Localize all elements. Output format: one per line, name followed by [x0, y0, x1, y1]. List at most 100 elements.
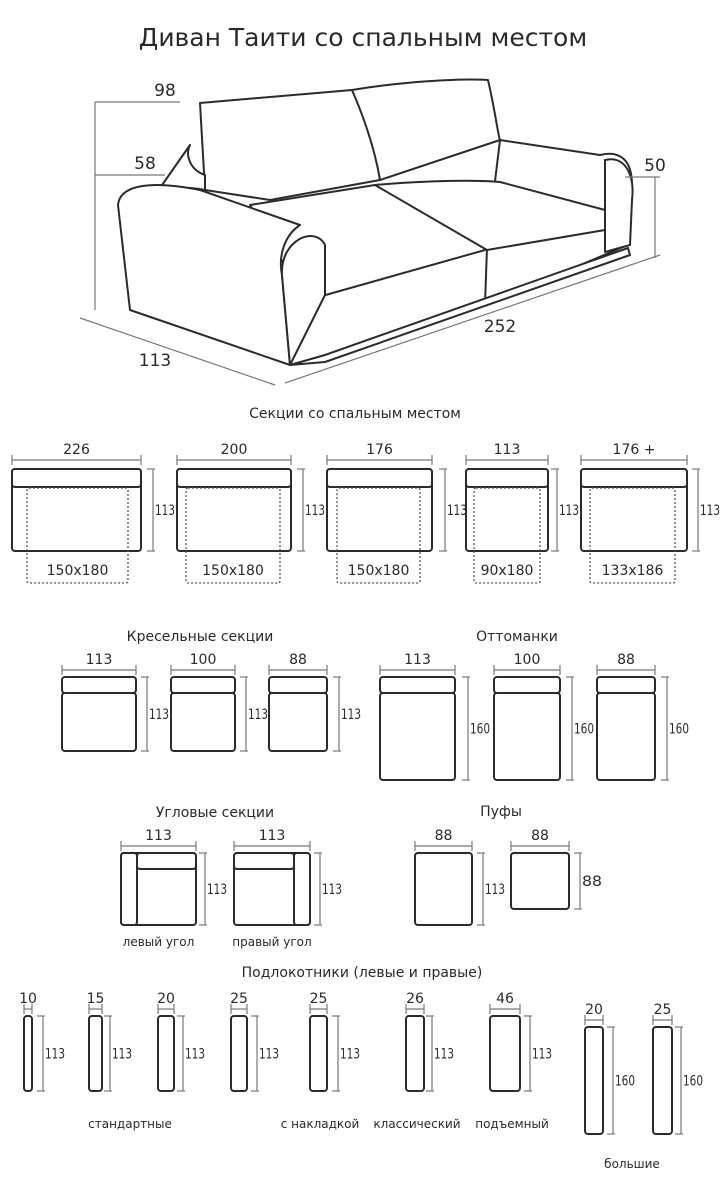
depth-label: 113 — [340, 1047, 360, 1063]
width-label: 100 — [190, 652, 217, 668]
depth-label: 160 — [683, 1074, 703, 1090]
width-label: 88 — [289, 652, 307, 668]
module-outline — [414, 852, 473, 926]
depth-label: 113 — [532, 1047, 552, 1063]
width-label: 176 + — [613, 442, 656, 458]
backrest-outline — [136, 852, 197, 870]
pouf-module — [510, 841, 582, 910]
bed-size-label: 90x180 — [481, 563, 534, 579]
backrest-outline — [11, 468, 142, 488]
width-label: 88 — [617, 652, 635, 668]
ottoman-module — [493, 665, 574, 781]
bed-size-label: 150x180 — [348, 563, 410, 579]
depth-label: 113 — [149, 707, 169, 723]
dim-width: 252 — [484, 317, 516, 337]
armrest-label-large: большие — [604, 1157, 660, 1171]
depth-label: 113 — [248, 707, 268, 723]
depth-label: 113 — [322, 882, 342, 898]
width-label: 46 — [496, 991, 514, 1007]
backrest-outline — [580, 468, 688, 488]
armrest-outline — [157, 1015, 175, 1092]
depth-label: 88 — [582, 874, 602, 890]
armrest-module — [88, 1004, 112, 1092]
width-label: 176 — [366, 442, 393, 458]
backrest-outline — [379, 676, 456, 694]
width-label: 200 — [221, 442, 248, 458]
sleeping-area-outline — [26, 487, 129, 584]
depth-label: 113 — [700, 503, 720, 519]
depth-label: 113 — [155, 503, 175, 519]
module-outline — [596, 692, 656, 781]
section-title-sleeping: Секции со спальным местом — [249, 406, 461, 422]
backrest-outline — [465, 468, 549, 488]
dimension-labels-layer: Секции со спальным местом 226 113 150x180 20… — [19, 406, 720, 1171]
ottoman-module — [596, 665, 669, 781]
pouf-module — [414, 841, 485, 926]
width-label: 15 — [87, 991, 105, 1007]
armrest-module — [230, 1004, 259, 1092]
width-label: 113 — [145, 828, 172, 844]
depth-label: 160 — [615, 1074, 635, 1090]
armrest-outline — [405, 1015, 425, 1092]
armrest-outline — [23, 1015, 33, 1092]
armrest-outline — [584, 1026, 604, 1135]
depth-label: 113 — [185, 1047, 205, 1063]
depth-label: 113 — [485, 882, 505, 898]
width-label: 226 — [63, 442, 90, 458]
width-label: 113 — [259, 828, 286, 844]
backrest-outline — [596, 676, 656, 694]
width-label: 26 — [406, 991, 424, 1007]
width-label: 10 — [19, 991, 37, 1007]
section-title-ottomans: Оттоманки — [476, 629, 558, 645]
ottoman-module — [379, 665, 470, 781]
sleeping-section-module — [176, 455, 305, 584]
armrest-module — [489, 1004, 532, 1092]
section-title-corner: Угловые секции — [156, 805, 274, 821]
width-label: 25 — [654, 1002, 672, 1018]
backrest-outline — [170, 676, 236, 694]
dim-back-height: 98 — [154, 81, 176, 101]
corner-module-right — [233, 841, 322, 926]
armrest-label-standard: стандартные — [88, 1117, 172, 1131]
sleeping-section-module — [465, 455, 559, 584]
armrest-outline — [230, 1015, 248, 1092]
depth-label: 113 — [434, 1047, 454, 1063]
dim-seat-height: 58 — [134, 154, 156, 174]
depth-label: 113 — [341, 707, 361, 723]
depth-label: 113 — [259, 1047, 279, 1063]
sofa-illustration: 98 58 50 252 113 — [79, 78, 666, 386]
backrest-outline — [176, 468, 292, 488]
width-label: 88 — [435, 828, 453, 844]
armrest-module — [157, 1004, 185, 1092]
armchair-module — [268, 665, 341, 752]
width-label: 20 — [585, 1002, 603, 1018]
backrest-outline — [268, 676, 328, 694]
corner-label: левый угол — [123, 935, 195, 949]
section-title-armchair: Кресельные секции — [127, 629, 274, 645]
depth-label: 160 — [470, 722, 490, 738]
depth-label: 113 — [207, 882, 227, 898]
dim-depth: 113 — [139, 351, 171, 371]
dim-arm-height: 50 — [644, 156, 666, 176]
bed-size-label: 133x186 — [602, 563, 664, 579]
sleeping-section-module — [11, 455, 155, 584]
depth-label: 160 — [669, 722, 689, 738]
page-title: Диван Таити со спальным местом — [139, 23, 587, 52]
backrest-outline — [326, 468, 433, 488]
backrest-outline — [61, 676, 137, 694]
armrest-module — [584, 1015, 615, 1135]
width-label: 25 — [230, 991, 248, 1007]
armrest-outline — [309, 1015, 328, 1092]
sleeping-area-outline — [589, 487, 676, 584]
module-outline — [379, 692, 456, 781]
width-label: 88 — [531, 828, 549, 844]
width-label: 20 — [157, 991, 175, 1007]
width-label: 113 — [494, 442, 521, 458]
section-title-poufs: Пуфы — [480, 804, 522, 820]
depth-label: 113 — [447, 503, 467, 519]
armrest-outline — [120, 852, 138, 926]
corner-label: правый угол — [232, 935, 311, 949]
bed-size-label: 150x180 — [47, 563, 109, 579]
armrest-outline — [489, 1015, 521, 1092]
